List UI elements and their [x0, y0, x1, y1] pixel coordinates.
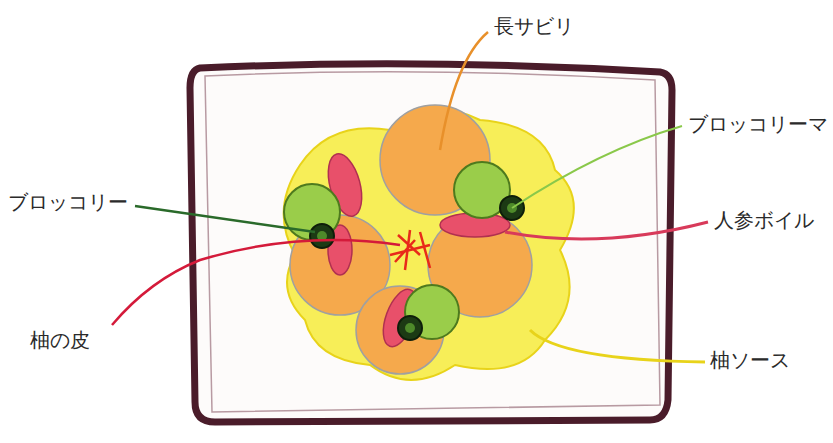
leader-line: [135, 206, 315, 232]
ingredient-label: 柚ソース: [710, 348, 790, 372]
ingredient-label: 人参ボイル: [714, 208, 814, 232]
yuzu-peel: [390, 230, 430, 270]
leader-line: [505, 222, 708, 239]
ingredient-label: 長サビリ: [494, 14, 574, 38]
ingredient-label: ブロッコリーマ: [688, 112, 828, 136]
leader-line: [512, 126, 682, 208]
broccoli: [284, 162, 524, 340]
leader-line: [112, 240, 400, 325]
ingredient-label: 柚の皮: [30, 328, 90, 352]
plate: [190, 64, 672, 422]
plate-rim: [205, 72, 660, 412]
ingredient-label: ブロッコリー: [8, 190, 128, 214]
leader-line: [440, 32, 488, 150]
leader-line: [530, 330, 705, 362]
